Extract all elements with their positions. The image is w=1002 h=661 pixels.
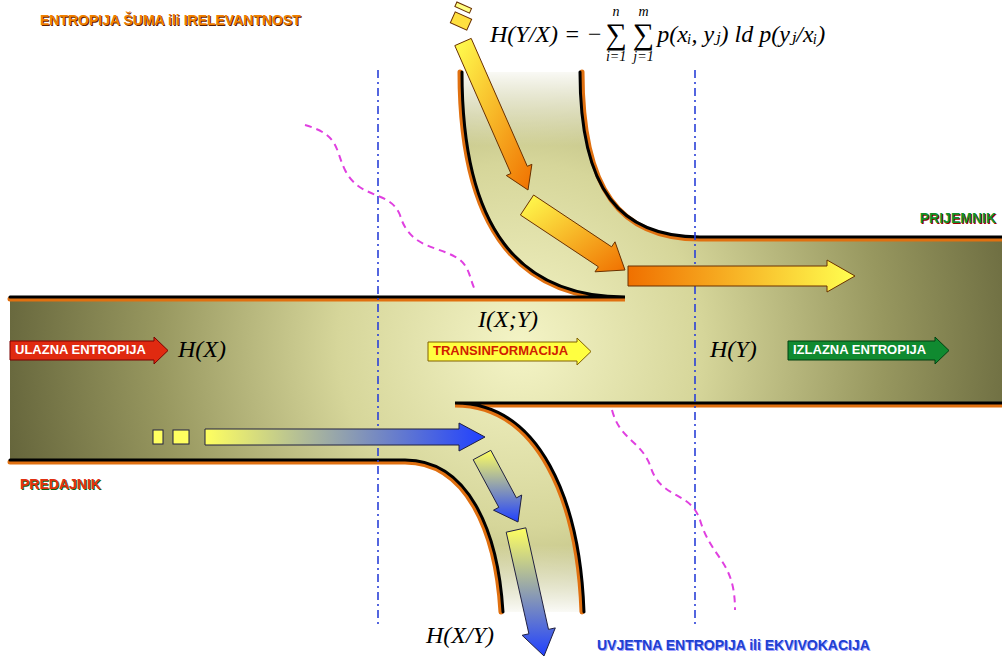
output-entropy-arrow: IZLAZNA ENTROPIJA bbox=[788, 340, 949, 361]
sum-column: n∑i=1 bbox=[605, 4, 626, 65]
sum-lower-limit: i=1 bbox=[606, 49, 626, 65]
arrow-outline bbox=[428, 338, 591, 365]
equivocation-symbol: H(X/Y) bbox=[426, 622, 494, 649]
transinformation-symbol: I(X;Y) bbox=[478, 306, 538, 333]
formula-part: p(xᵢ, yⱼ) ld p(yⱼ/xᵢ) bbox=[657, 20, 825, 48]
arrow-text: ULAZNA ENTROPIJA bbox=[10, 340, 152, 359]
receiver-label: PRIJEMNIK bbox=[920, 210, 996, 226]
sum-column: m∑j=1 bbox=[633, 4, 654, 65]
arrow-text: TRANSINFORMACIJA bbox=[428, 341, 574, 360]
noise-entropy-title: ENTROPIJA ŠUMA ili IRELEVANTNOST bbox=[40, 12, 301, 28]
equivocation-title: UVJETNA ENTROPIJA ili EKVIVOKACIJA bbox=[597, 637, 870, 653]
arrow-text: IZLAZNA ENTROPIJA bbox=[788, 340, 932, 359]
sum-upper-limit: n bbox=[613, 4, 620, 20]
formula-part: H(Y/X) = − bbox=[490, 21, 602, 48]
formula: H(Y/X) = −n∑i=1m∑j=1p(xᵢ, yⱼ) ld p(yⱼ/xᵢ… bbox=[490, 4, 825, 65]
sum-upper-limit: m bbox=[638, 4, 648, 20]
input-entropy-arrow: ULAZNA ENTROPIJA bbox=[10, 340, 168, 361]
sum-lower-limit: j=1 bbox=[633, 49, 653, 65]
sum-symbol: ∑ bbox=[633, 20, 654, 49]
sum-symbol: ∑ bbox=[605, 20, 626, 49]
entropy-symbol: H(Y) bbox=[710, 336, 757, 363]
transmitter-label: PREDAJNIK bbox=[20, 476, 101, 492]
arrow-outline bbox=[10, 337, 168, 364]
transinformation-arrow: TRANSINFORMACIJA bbox=[428, 341, 591, 362]
arrow-outline bbox=[788, 337, 949, 364]
entropy-symbol: H(X) bbox=[178, 336, 226, 363]
